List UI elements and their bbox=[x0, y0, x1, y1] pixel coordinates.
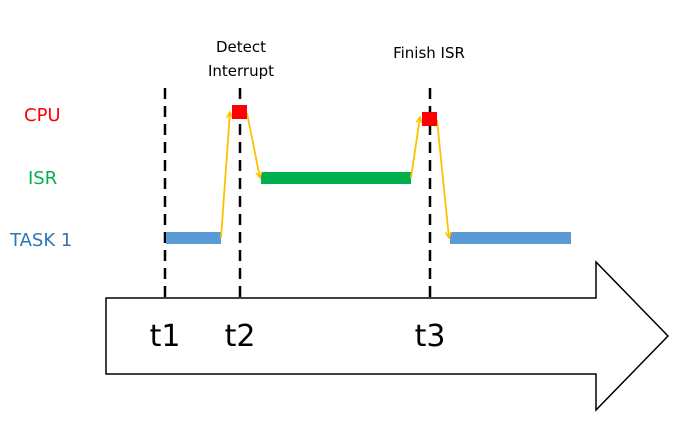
task1-bar-after bbox=[450, 232, 571, 244]
cpu-marker-t2 bbox=[232, 105, 247, 119]
lane-label-isr: ISR bbox=[28, 168, 57, 189]
cpu-marker-t3 bbox=[422, 112, 437, 126]
time-label-t3: t3 bbox=[415, 319, 446, 354]
lane-label-cpu: CPU bbox=[24, 105, 61, 126]
detect-interrupt-label: Detect bbox=[216, 38, 266, 56]
transition-cpu-to-isr bbox=[246, 112, 260, 178]
transition-cpu-to-task bbox=[436, 119, 449, 238]
timeline-arrow bbox=[105, 260, 670, 412]
detect-interrupt-label-line2: Interrupt bbox=[208, 62, 274, 80]
transition-task-to-cpu bbox=[220, 112, 230, 239]
lane-label-task1: TASK 1 bbox=[9, 230, 72, 251]
isr-bar bbox=[261, 172, 411, 184]
time-label-t2: t2 bbox=[225, 319, 256, 354]
time-label-t1: t1 bbox=[150, 319, 181, 354]
task1-bar-before bbox=[166, 232, 221, 244]
transition-isr-to-cpu bbox=[410, 117, 420, 179]
finish-isr-label: Finish ISR bbox=[393, 44, 465, 62]
